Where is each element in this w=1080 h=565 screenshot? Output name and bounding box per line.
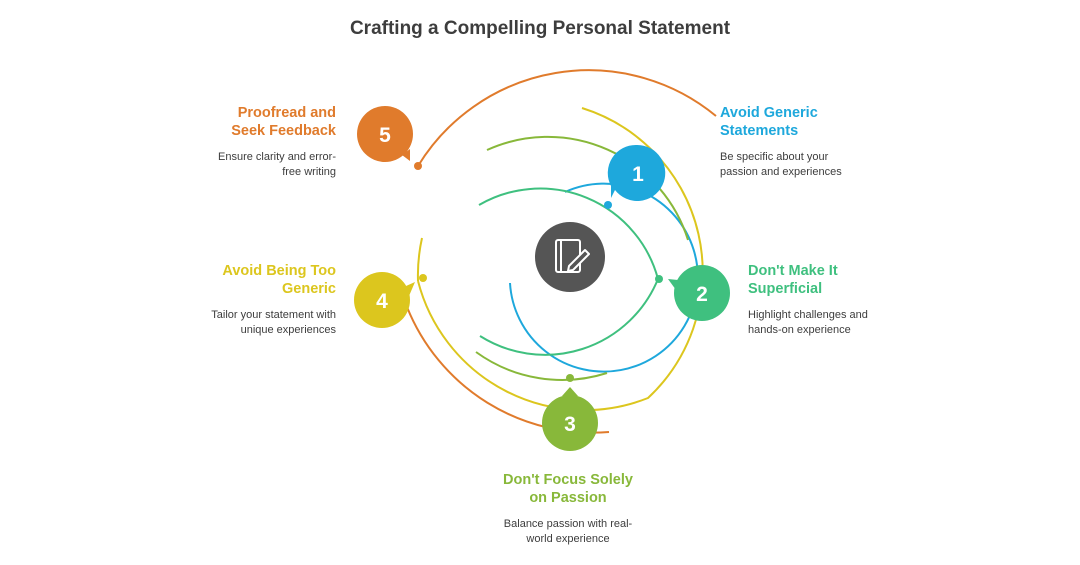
dot-step-2 [655,275,663,283]
step-3-desc-line2: world experience [526,533,610,545]
badge-step-4: 4 [354,272,415,328]
arc-step-3b [475,351,608,381]
step-3-description: Balance passion with real- world experie… [468,517,668,547]
step-2-heading: Don't Make It Superficial [748,262,838,298]
dot-step-4 [419,274,427,282]
badge-step-5: 5 [357,106,413,162]
badge-number-5: 5 [379,124,391,147]
step-3-heading-line1: Don't Focus Solely [503,472,633,488]
arc-step-5 [417,69,717,167]
step-5-desc-line1: Ensure clarity and error- [218,151,336,163]
step-2-desc-line2: hands-on experience [748,324,851,336]
step-4-desc-line2: unique experiences [240,324,336,336]
notebook-pen-icon [535,222,605,292]
step-4-desc-line1: Tailor your statement with [211,309,336,321]
step-1-desc-line1: Be specific about your [720,151,829,163]
dot-step-3 [566,374,574,382]
badge-step-2: 2 [668,265,730,321]
step-3-heading: Don't Focus Solely on Passion [468,471,668,507]
step-1-desc-line2: passion and experiences [720,166,842,178]
step-2-description: Highlight challenges and hands-on experi… [748,308,868,338]
badge-number-2: 2 [696,283,708,306]
step-4-heading-line1: Avoid Being Too [222,263,336,279]
step-5-desc-line2: free writing [282,166,336,178]
step-3-desc-line1: Balance passion with real- [503,518,633,530]
badge-step-1: 1 [607,144,666,201]
badge-step-3: 3 [542,387,598,451]
arc-step-4b [416,237,423,282]
step-1-heading: Avoid Generic Statements [720,104,818,140]
step-1-description: Be specific about your passion and exper… [720,150,842,180]
arc-step-1 [509,182,699,373]
step-1-heading-line1: Avoid Generic [720,105,818,121]
step-5-heading-line2: Seek Feedback [231,123,336,139]
step-3-heading-line2: on Passion [529,490,607,506]
page-title: Crafting a Compelling Personal Statement [349,18,731,39]
step-5-heading-line1: Proofread and [237,105,336,121]
dot-step-1 [604,201,612,209]
step-4-heading: Avoid Being Too Generic [136,262,336,298]
badge-number-4: 4 [376,290,388,313]
arc-step-3 [486,135,689,241]
step-2-heading-line2: Superficial [748,281,823,297]
badge-number-1: 1 [632,163,644,186]
step-5-description: Ensure clarity and error- free writing [136,150,336,180]
dot-step-5 [414,162,422,170]
step-4-heading-line2: Generic [282,281,336,297]
badge-number-3: 3 [564,413,576,436]
step-2-heading-line1: Don't Make It [748,263,838,279]
step-5-heading: Proofread and Seek Feedback [136,104,336,140]
arc-step-4 [417,107,704,412]
step-2-desc-line1: Highlight challenges and [748,309,868,321]
step-4-description: Tailor your statement with unique experi… [136,308,336,338]
step-1-heading-line2: Statements [720,123,799,139]
